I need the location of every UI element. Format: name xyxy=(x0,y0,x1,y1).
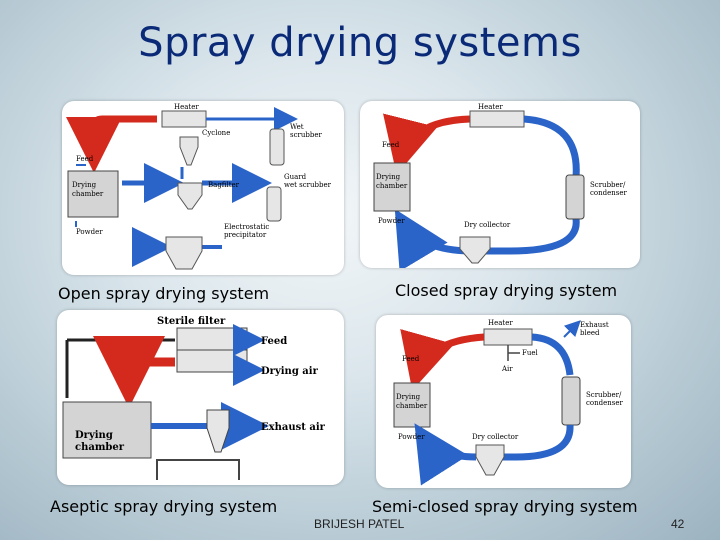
diagram-shape xyxy=(394,208,580,268)
aseptic-system-caption: Aseptic spray drying system xyxy=(50,497,278,516)
heater-label: Heater xyxy=(174,103,199,111)
diagram-label: Dry collector xyxy=(472,433,519,441)
cyclone xyxy=(206,409,230,453)
diagram-label: Scrubber/ xyxy=(590,181,626,189)
dry-collector xyxy=(459,236,491,264)
page-number: 42 xyxy=(671,517,685,531)
drying-chamber xyxy=(62,401,152,459)
diagram-shape xyxy=(156,459,240,480)
diagram-label: chamber xyxy=(396,402,428,410)
diagram-label: Drying air xyxy=(261,366,319,377)
diagram-shape xyxy=(496,424,574,461)
diagram-label: chamber xyxy=(376,182,408,190)
diagram-label: Fuel xyxy=(522,349,539,357)
open-system-diagram: Heater Cyclone Wet scrubber Feed Drying … xyxy=(62,101,344,275)
diagram-label: Feed xyxy=(261,336,287,347)
bagfilter xyxy=(177,182,203,210)
diagram-label: Air xyxy=(501,365,513,373)
cyclone xyxy=(179,136,199,166)
guard-wet-scrubber xyxy=(266,186,282,222)
diagram-label: precipitator xyxy=(224,231,267,239)
diagram-label: Electrostatic xyxy=(224,223,269,231)
diagram-shape xyxy=(563,320,581,338)
diagram-label: Exhaust xyxy=(580,321,609,329)
hot-air-arrow xyxy=(66,115,157,173)
diagram-label: Heater xyxy=(488,319,513,327)
diagram-label: Wet xyxy=(290,123,304,131)
diagram-label: condenser xyxy=(590,189,628,197)
wet-scrubber xyxy=(269,128,285,166)
diagram-label: Guard xyxy=(284,173,307,181)
diagram-label: Drying xyxy=(72,181,97,189)
sterile-filter-label: Sterile filter xyxy=(157,316,226,327)
aseptic-system-diagram: Sterile filter Feed Drying air Drying ch… xyxy=(57,310,344,485)
diagram-shape xyxy=(523,115,580,178)
diagram-label: Bagfilter xyxy=(208,181,240,189)
diagram-label: Powder xyxy=(378,217,405,225)
closed-system-diagram: Heater Feed Drying chamber Scrubber/ con… xyxy=(360,101,640,268)
diagram-label: Feed xyxy=(402,355,420,363)
diagram-shape xyxy=(400,329,485,391)
diagram-label: Dry collector xyxy=(464,221,511,229)
heater-unit xyxy=(469,110,525,128)
diagram-label: wet scrubber xyxy=(284,181,332,189)
diagram-label: scrubber xyxy=(290,131,322,139)
diagram-label: Drying xyxy=(75,430,113,441)
powder-label: Powder xyxy=(76,228,103,236)
drying-chamber xyxy=(393,382,431,428)
dry-collector xyxy=(475,444,505,476)
diagram-label: Feed xyxy=(382,141,400,149)
diagram-label: Drying xyxy=(396,393,421,401)
footer-author: BRIJESH PATEL xyxy=(314,517,405,531)
diagram-shape xyxy=(531,333,574,376)
diagram-label: Drying xyxy=(376,173,401,181)
scrubber-condenser xyxy=(565,174,585,220)
diagram-label: chamber xyxy=(72,190,104,198)
heater-unit xyxy=(483,328,533,346)
feed-label: Feed xyxy=(76,155,94,163)
diagram-label: condenser xyxy=(586,399,624,407)
diagram-shape xyxy=(414,423,477,486)
cyclone-label: Cyclone xyxy=(202,129,230,137)
diagram-label: Scrubber/ xyxy=(586,391,622,399)
diagram-shape xyxy=(93,336,175,408)
electrostatic-precipitator xyxy=(165,236,203,270)
scrubber-condenser xyxy=(561,376,581,426)
diagram-label: chamber xyxy=(75,442,125,453)
closed-system-caption: Closed spray drying system xyxy=(395,281,618,300)
drying-chamber xyxy=(373,162,411,212)
drying-chamber xyxy=(67,170,119,218)
open-system-caption: Open spray drying system xyxy=(58,284,270,303)
slide-title: Spray drying systems xyxy=(138,20,582,66)
semi-closed-system-diagram: Heater Exhaust bleed Fuel Air Feed Dryin… xyxy=(376,315,631,488)
heater-unit xyxy=(161,110,207,128)
diagram-label: Powder xyxy=(398,433,425,441)
diagram-label: Heater xyxy=(478,103,503,111)
semi-closed-system-caption: Semi-closed spray drying system xyxy=(372,497,638,516)
diagram-label: Exhaust air xyxy=(261,422,326,433)
diagram-label: bleed xyxy=(580,329,600,337)
hot-air-arrow xyxy=(383,113,471,175)
